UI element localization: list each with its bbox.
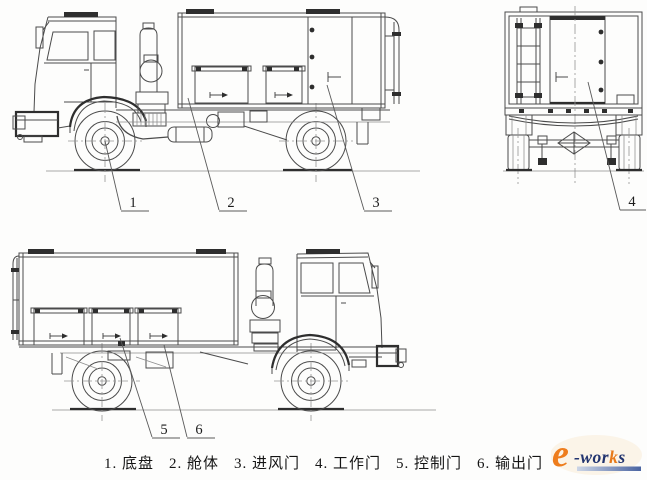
hatch-door [30, 307, 88, 346]
box-frame [504, 6, 643, 109]
callout-5: 5 [119, 337, 180, 439]
front-wheel-arch [270, 333, 351, 369]
undercarriage [504, 107, 643, 165]
chassis-frame [116, 107, 390, 145]
pump-unit [116, 22, 220, 143]
logo-wordmark: -works [574, 447, 626, 467]
rear-ladder [384, 16, 401, 104]
callout-1: 1 [104, 140, 149, 212]
callout-2: 2 [187, 97, 247, 212]
cab-window-front [338, 262, 371, 294]
callout-number: 1 [129, 195, 136, 211]
cab-roof-hatch [64, 12, 98, 17]
front-bumper [375, 344, 407, 368]
cargo-box [177, 9, 401, 109]
rear-ladder [515, 18, 542, 104]
muffler [167, 126, 213, 143]
side-view-top: 1 2 3 [12, 9, 420, 212]
cab-mirror [35, 26, 44, 49]
callout-number: 4 [628, 194, 636, 210]
cab-window-front [93, 30, 116, 61]
hatch-door [191, 65, 252, 104]
front-bumper [12, 110, 60, 143]
ground-line [503, 168, 644, 172]
output-door [134, 307, 182, 346]
callout-number: 5 [160, 422, 167, 438]
legend-item: 1. 底盘 [103, 456, 154, 472]
rear-wheel [279, 103, 353, 182]
logo-underline-bar [577, 466, 641, 471]
hatch-door [262, 65, 306, 104]
cab [270, 249, 407, 374]
pump-unit [249, 257, 281, 352]
callout-4: 4 [587, 81, 646, 211]
control-door [88, 307, 134, 346]
rear-view: 4 [503, 6, 646, 211]
legend-item: 6. 输出门 [477, 456, 544, 472]
eworks-logo: e -works [550, 433, 647, 479]
air-inlet-door [307, 16, 353, 105]
rear-ladder [11, 255, 20, 340]
cab-window-rear [300, 262, 334, 294]
eworks-logo-graphic: e -works [550, 433, 642, 475]
rear-wheels [507, 128, 641, 184]
license-plate [616, 94, 635, 105]
callout-number: 2 [227, 195, 234, 211]
side-view-bottom: 5 6 [11, 249, 436, 439]
rear-wheel [64, 343, 140, 421]
air-tank [206, 114, 220, 128]
legend: 1. 底盘 2. 舱体 3. 进风门 4. 工作门 5. 控制门 6. 输出门 [0, 452, 647, 473]
cab [12, 12, 148, 143]
cargo-box [11, 249, 239, 346]
callout-number: 3 [372, 195, 379, 211]
ground-line [52, 407, 436, 411]
callout-3: 3 [326, 84, 392, 212]
callout-6: 6 [163, 344, 215, 439]
front-wheel [274, 343, 348, 421]
cab-mirror [371, 265, 379, 289]
legend-item: 3. 进风门 [233, 456, 300, 472]
callout-number: 6 [195, 422, 202, 438]
fuel-tank [132, 112, 167, 127]
legend-item: 2. 舱体 [168, 456, 219, 472]
cab-roof-hatch [306, 249, 340, 254]
cab-window-rear [46, 31, 89, 61]
blower-housing [139, 59, 163, 83]
working-door [549, 15, 606, 105]
blower-housing [251, 295, 275, 319]
logo-e-swoosh: e [552, 433, 569, 475]
chassis-frame [19, 341, 398, 375]
legend-item: 4. 工作门 [315, 456, 382, 472]
logo-glow [550, 435, 642, 475]
legend-item: 5. 控制门 [396, 456, 463, 472]
